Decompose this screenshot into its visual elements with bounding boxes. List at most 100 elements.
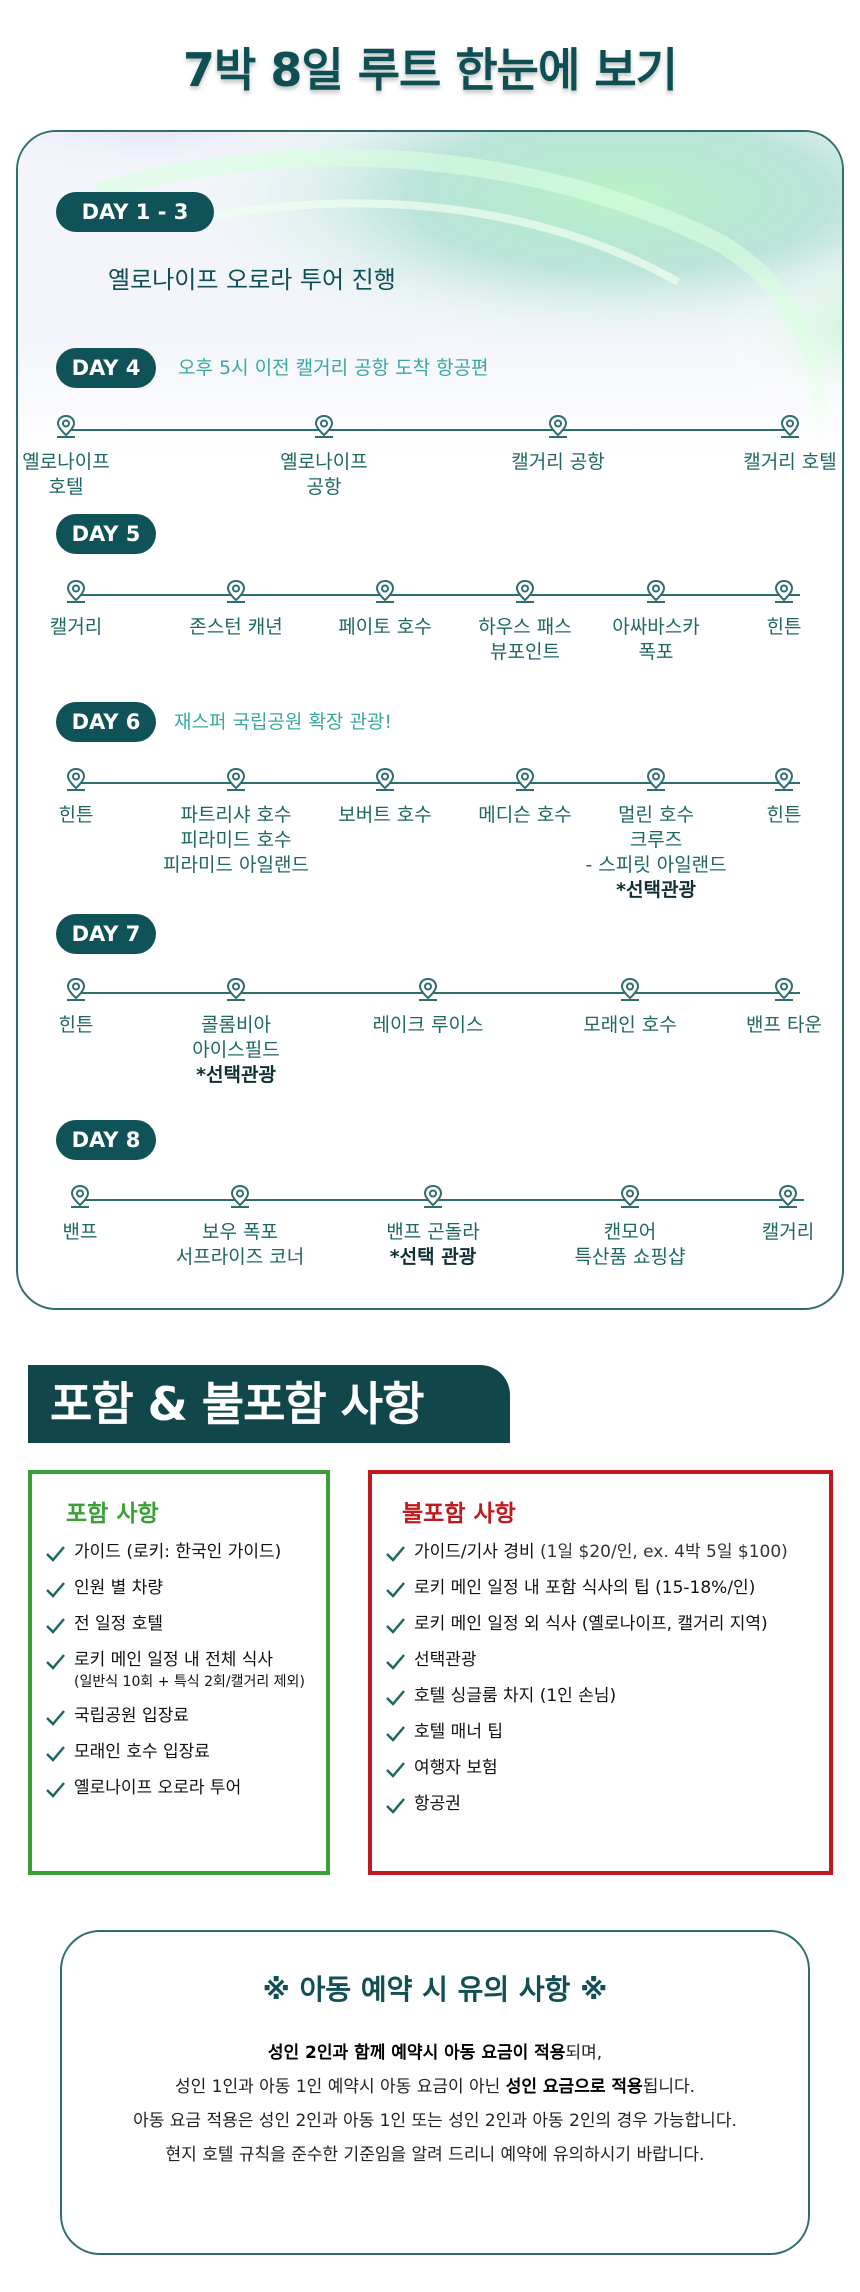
location-pin-icon (774, 767, 794, 791)
excluded-item: 여행자 보험 (414, 1758, 498, 1778)
included-item: 모래인 호수 입장료 (74, 1742, 210, 1762)
location-pin-icon (778, 1184, 798, 1208)
list-item: 로키 메인 일정 내 포함 식사의 팁 (15-18%/인) (384, 1576, 821, 1600)
stop-name: 캘거리 공항 (511, 451, 605, 473)
location-pin-icon (646, 579, 666, 603)
included-item: 로키 메인 일정 내 전체 식사 (74, 1650, 274, 1670)
day-5-stop: 하우스 패스 뷰포인트 (415, 579, 635, 665)
day-7-stop: 레이크 루이스 (318, 977, 538, 1038)
stop-name: 캘거리 (761, 1221, 815, 1243)
day-6-badge: DAY 6 (56, 702, 156, 742)
notice-text: 되며, (565, 2043, 603, 2063)
day-6-stop: 힌튼 (674, 767, 842, 828)
location-pin-icon (423, 1184, 443, 1208)
day-5-badge: DAY 5 (56, 514, 156, 554)
location-pin-icon (515, 579, 535, 603)
day-8-stop: 밴프 곤돌라*선택 관광 (323, 1184, 543, 1270)
check-icon (46, 1654, 65, 1670)
day-4-badge: DAY 4 (56, 348, 156, 388)
check-icon (386, 1654, 405, 1670)
stop-name: 힌튼 (58, 804, 94, 826)
stop-name: 멀린 호수 크루즈 - 스피릿 아일랜드 (585, 804, 727, 876)
check-icon (46, 1710, 65, 1726)
list-item: 인원 별 차량 (44, 1576, 318, 1600)
location-pin-icon (620, 977, 640, 1001)
check-icon (386, 1582, 405, 1598)
location-pin-icon (548, 414, 568, 438)
check-icon (386, 1546, 405, 1562)
location-pin-icon (780, 414, 800, 438)
stop-name: 메디슨 호수 (478, 804, 572, 826)
stop-name: 밴프 (62, 1221, 98, 1243)
list-item: 모래인 호수 입장료 (44, 1740, 318, 1764)
location-pin-icon (226, 977, 246, 1001)
stop-name: 밴프 곤돌라 (386, 1221, 480, 1243)
list-item: 로키 메인 일정 외 식사 (옐로나이프, 캘거리 지역) (384, 1612, 821, 1636)
stop-name: 힌튼 (766, 804, 802, 826)
day-8-stop: 밴프 (18, 1184, 190, 1245)
aurora-image (18, 132, 842, 462)
day-4-stop: 캘거리 공항 (448, 414, 668, 475)
location-pin-icon (66, 767, 86, 791)
excluded-item-guide: 가이드/기사 경비 (1일 $20/인, ex. 4박 5일 $100) (414, 1540, 788, 1564)
guide-fee-detail: (1일 $20/인, ex. 4박 5일 $100) (534, 1542, 788, 1562)
notice-line: 아동 요금 적용은 성인 2인과 아동 1인 또는 성인 2인과 아동 2인의 … (133, 2111, 737, 2131)
day-4-stop: 옐로나이프 호텔 (18, 414, 176, 500)
day-5-stop: 페이토 호수 (275, 579, 495, 640)
location-pin-icon (70, 1184, 90, 1208)
included-title: 포함 사항 (66, 1501, 159, 1527)
excluded-item: 로키 메인 일정 내 포함 식사의 팁 (15-18%/인) (414, 1578, 756, 1598)
stop-name: 옐로나이프 호텔 (22, 451, 110, 498)
stop-name: 하우스 패스 뷰포인트 (478, 616, 572, 663)
day-1-3-activity: 옐로나이프 오로라 투어 진행 (108, 266, 396, 294)
day-5-route-line (76, 594, 800, 596)
day-6-note: 재스퍼 국립공원 확장 관광! (174, 711, 393, 733)
day-5-stop: 캘거리 (18, 579, 186, 640)
meal-note: (일반식 10회 + 특식 2회/캘거리 제외) (74, 1674, 305, 1690)
list-item: 국립공원 입장료 (44, 1704, 318, 1728)
stop-name: 밴프 타운 (746, 1014, 822, 1036)
stop-name: 캘거리 호텔 (743, 451, 837, 473)
location-pin-icon (230, 1184, 250, 1208)
day-4-stop: 옐로나이프 공항 (214, 414, 434, 500)
notice-title: ※ 아동 예약 시 유의 사항 ※ (262, 1973, 608, 2006)
list-item: 항공권 (384, 1792, 821, 1816)
location-pin-icon (375, 579, 395, 603)
day-6-stop: 힌튼 (18, 767, 186, 828)
stop-name: 캘거리 (49, 616, 103, 638)
day-4-note: 오후 5시 이전 캘거리 공항 도착 항공편 (178, 357, 489, 379)
day-5-stop: 존스턴 캐년 (126, 579, 346, 640)
day-8-stop: 캘거리 (678, 1184, 842, 1245)
route-card: DAY 1 - 3 옐로나이프 오로라 투어 진행 DAY 4 오후 5시 이전… (16, 130, 844, 1310)
inclusion-heading: 포함 & 불포함 사항 (28, 1365, 510, 1443)
included-item: 가이드 (로키: 한국인 가이드) (74, 1542, 282, 1562)
stop-name: 아싸바스카 폭포 (612, 616, 700, 663)
included-item: 옐로나이프 오로라 투어 (74, 1778, 242, 1798)
location-pin-icon (314, 414, 334, 438)
location-pin-icon (66, 977, 86, 1001)
check-icon (386, 1762, 405, 1778)
notice-text: 성인 1인과 아동 1인 예약시 아동 요금이 아닌 (174, 2077, 506, 2097)
page-title: 7박 8일 루트 한눈에 보기 (183, 43, 678, 97)
excluded-item: 선택관광 (414, 1650, 477, 1670)
stop-name: 존스턴 캐년 (189, 616, 283, 638)
day-8-route-line (80, 1199, 804, 1201)
check-icon (386, 1618, 405, 1634)
location-pin-icon (620, 1184, 640, 1208)
stop-name: 옐로나이프 공항 (280, 451, 368, 498)
day-7-stop: 콜롬비아 아이스필드*선택관광 (126, 977, 346, 1088)
location-pin-icon (774, 977, 794, 1001)
day-7-route-line (76, 992, 800, 994)
day-4-route-line (66, 429, 796, 431)
list-item: 가이드 (로키: 한국인 가이드) (44, 1540, 318, 1564)
day-6-stop: 파트리샤 호수 피라미드 호수 피라미드 아일랜드 (126, 767, 346, 878)
location-pin-icon (226, 767, 246, 791)
day-6-stop: 메디슨 호수 (415, 767, 635, 828)
notice-emphasis: 아동 요금이 적용 (444, 2043, 566, 2063)
day-8-stop: 캔모어 특산품 쇼핑샵 (520, 1184, 740, 1270)
excluded-item: 항공권 (414, 1794, 461, 1814)
day-5-stop: 아싸바스카 폭포 (546, 579, 766, 665)
check-icon (46, 1746, 65, 1762)
optional-tour-label: *선택관광 (196, 1064, 276, 1086)
stop-name: 파트리샤 호수 피라미드 호수 피라미드 아일랜드 (163, 804, 309, 876)
